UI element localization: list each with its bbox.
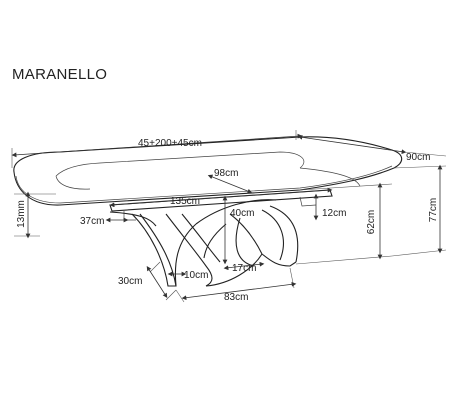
label-width: 90cm: [406, 152, 430, 163]
label-leg-height: 62cm: [366, 210, 377, 234]
dim-overall-height: [391, 164, 447, 257]
label-base-span: 135cm: [170, 196, 200, 207]
label-frame-depth: 12cm: [322, 208, 346, 219]
label-foot-back: 17cm: [232, 263, 256, 274]
dim-base-span: [109, 187, 333, 208]
label-inner-width: 98cm: [214, 168, 238, 179]
label-top-thickness: 13mm: [16, 200, 27, 228]
dim-leg-height: [295, 182, 393, 265]
dim-width: [297, 134, 447, 157]
dim-top-thickness: [14, 191, 56, 239]
label-foot-front: 30cm: [118, 276, 142, 287]
label-foot-span: 83cm: [224, 292, 248, 303]
label-length: 45+200+45cm: [138, 138, 202, 149]
table-top: [13, 136, 403, 206]
label-overhang: 37cm: [80, 216, 104, 227]
product-title: MARANELLO: [12, 66, 108, 83]
dim-foot: [146, 261, 297, 303]
label-overall-height: 77cm: [428, 198, 439, 222]
label-foot-width: 10cm: [184, 270, 208, 281]
label-leg-inner: 40cm: [230, 208, 254, 219]
dim-length: [11, 130, 303, 168]
